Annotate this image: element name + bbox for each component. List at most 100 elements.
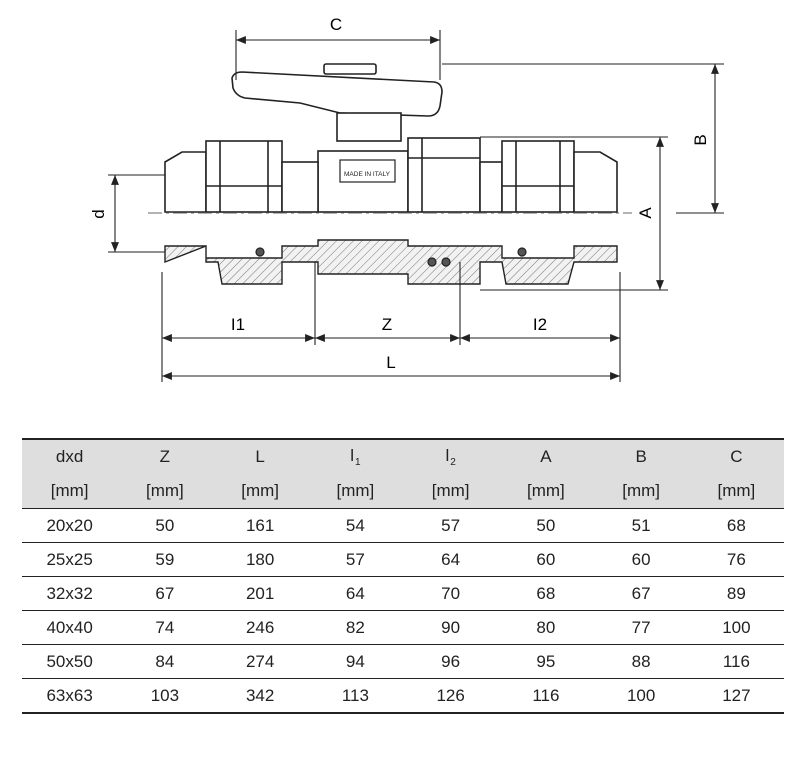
column-unit: [mm] [307, 474, 403, 509]
table-cell: 50x50 [22, 644, 118, 679]
seals [255, 247, 527, 267]
column-header-name: L [255, 447, 265, 466]
table-cell: 113 [307, 678, 403, 714]
column-header: L [212, 438, 308, 474]
dim-label-c: C [330, 15, 342, 34]
table-cell: 25x25 [22, 542, 118, 577]
table-cell: 82 [307, 610, 403, 645]
table-cell: 127 [688, 678, 784, 714]
column-header: dxd [22, 438, 118, 474]
table-cell: 180 [212, 542, 308, 577]
dim-label-a: A [636, 207, 655, 219]
table-cell: 76 [688, 542, 784, 577]
section-view [164, 239, 618, 285]
table-cell: 20x20 [22, 508, 118, 543]
column-unit: [mm] [403, 474, 499, 509]
dimension-a [480, 136, 668, 291]
table-cell: 342 [212, 678, 308, 714]
table-cell: 201 [212, 576, 308, 611]
table-cell: 103 [117, 678, 213, 714]
table-cell: 32x32 [22, 576, 118, 611]
table-cell: 88 [593, 644, 689, 679]
table-cell: 116 [498, 678, 594, 714]
table-cell: 84 [117, 644, 213, 679]
column-header-name: C [730, 447, 743, 466]
table-cell: 59 [117, 542, 213, 577]
table-cell: 51 [593, 508, 689, 543]
table-cell: 80 [498, 610, 594, 645]
column-header: l2 [403, 438, 499, 474]
table-cell: 274 [212, 644, 308, 679]
dimension-c [235, 30, 441, 80]
column-unit: [mm] [593, 474, 689, 509]
dimension-b [442, 63, 724, 214]
table-cell: 57 [307, 542, 403, 577]
dimension-row-parts [161, 262, 621, 382]
column-header: C [688, 438, 784, 474]
left-union-nut [164, 140, 319, 213]
table-cell: 60 [593, 542, 689, 577]
right-union-nut [407, 137, 618, 213]
column-header: B [593, 438, 689, 474]
table-cell: 57 [403, 508, 499, 543]
column-header: A [498, 438, 594, 474]
column-header-name: l [445, 446, 450, 465]
table-cell: 68 [688, 508, 784, 543]
table-cell: 64 [403, 542, 499, 577]
column-unit: [mm] [498, 474, 594, 509]
table-cell: 95 [498, 644, 594, 679]
dim-label-l2: I2 [533, 315, 547, 334]
table-cell: 94 [307, 644, 403, 679]
table-cell: 246 [212, 610, 308, 645]
dim-label-d: d [89, 209, 108, 218]
table-cell: 77 [593, 610, 689, 645]
column-header-name: B [635, 447, 647, 466]
table-cell: 67 [593, 576, 689, 611]
dim-label-z: Z [382, 315, 392, 334]
table-cell: 100 [688, 610, 784, 645]
table-cell: 90 [403, 610, 499, 645]
table-cell: 116 [688, 644, 784, 679]
dimension-d [108, 174, 165, 253]
body-marking: MADE IN ITALY [344, 171, 391, 178]
column-header-subscript: 2 [450, 457, 456, 468]
column-unit: [mm] [117, 474, 213, 509]
table-cell: 89 [688, 576, 784, 611]
column-header-name: dxd [55, 447, 84, 466]
dim-label-l1: I1 [231, 315, 245, 334]
column-header-subscript: 1 [354, 457, 361, 468]
table-cell: 126 [403, 678, 499, 714]
column-header: l1 [307, 438, 403, 474]
valve-handle [231, 63, 443, 142]
column-unit: [mm] [22, 474, 118, 509]
valve-body [317, 150, 409, 213]
table-cell: 54 [307, 508, 403, 543]
column-unit: [mm] [688, 474, 784, 509]
dim-label-b: B [691, 134, 710, 145]
column-unit: [mm] [212, 474, 308, 509]
table-cell: 96 [403, 644, 499, 679]
table-cell: 70 [403, 576, 499, 611]
table-cell: 67 [117, 576, 213, 611]
table-cell: 60 [498, 542, 594, 577]
table-cell: 50 [498, 508, 594, 543]
table-cell: 40x40 [22, 610, 118, 645]
table-cell: 100 [593, 678, 689, 714]
column-header-name: Z [159, 447, 171, 466]
table-cell: 161 [212, 508, 308, 543]
column-header-name: l [350, 446, 354, 465]
column-header: Z [117, 438, 213, 474]
table-cell: 74 [117, 610, 213, 645]
table-cell: 68 [498, 576, 594, 611]
dim-label-l: L [386, 353, 395, 372]
table-cell: 64 [307, 576, 403, 611]
